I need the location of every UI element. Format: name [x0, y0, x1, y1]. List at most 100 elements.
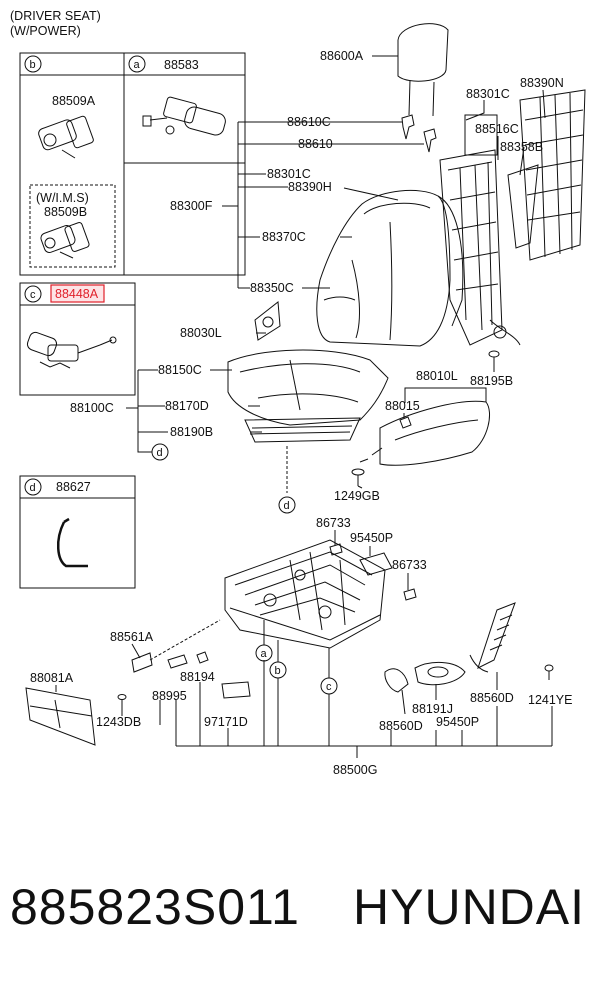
label-1249gb: 1249GB — [334, 489, 380, 503]
screw-1243db-drawing — [117, 694, 127, 707]
label-88010l: 88010L — [416, 369, 458, 383]
label-88081a: 88081A — [30, 671, 74, 685]
label-86733-a: 86733 — [316, 516, 351, 530]
highlight-88448a — [50, 284, 105, 303]
label-88448a: 88448A — [55, 287, 99, 301]
switch-88995-drawing — [167, 654, 188, 669]
switch-88560d-drawing — [384, 668, 409, 693]
label-88300f: 88300F — [170, 199, 213, 213]
motor-88448a-drawing — [26, 331, 117, 369]
label-1243db: 1243DB — [96, 715, 141, 729]
module-97171d-drawing — [221, 681, 251, 699]
inset-b-frame — [19, 52, 246, 276]
label-88509b: 88509B — [44, 205, 87, 219]
label-88390n: 88390N — [520, 76, 564, 90]
label-88015: 88015 — [385, 399, 420, 413]
label-88561a: 88561A — [110, 630, 154, 644]
label-88194: 88194 — [180, 670, 215, 684]
callout-c-track: c — [326, 681, 332, 693]
label-wims: (W/I.M.S) — [36, 191, 89, 205]
label-97171d: 97171D — [204, 715, 248, 729]
guide-88610-drawing — [423, 128, 437, 153]
motor-88509a-drawing — [38, 115, 94, 159]
label-88150c: 88150C — [158, 363, 202, 377]
cover-88081a-drawing — [25, 687, 96, 746]
label-88170d: 88170D — [165, 399, 209, 413]
screw-88195b-drawing — [488, 350, 500, 366]
callout-a-track: a — [261, 648, 268, 660]
callout-d-track: d — [284, 500, 290, 512]
handle-88560d-drawing — [469, 602, 516, 673]
label-88500g: 88500G — [333, 763, 377, 777]
footer-brand: HYUNDAI — [353, 879, 586, 935]
back-frame-drawing — [439, 114, 521, 346]
motor-88509b-drawing — [40, 222, 90, 259]
callout-b-inset: b — [30, 59, 36, 71]
callout-d-inset: d — [30, 482, 36, 494]
clip-86733b-drawing — [403, 588, 417, 601]
label-88516c: 88516C — [475, 122, 519, 136]
guide-88610c-drawing — [401, 114, 415, 140]
side-shield-drawing — [359, 400, 490, 466]
callout-circle-a-inset — [128, 55, 146, 73]
seat-back-drawing — [316, 189, 464, 347]
switch-88194-drawing — [196, 651, 209, 664]
label-88995: 88995 — [152, 689, 187, 703]
callout-circle-d-cushion — [151, 443, 169, 461]
clip-88015-drawing — [399, 416, 412, 429]
label-88301c-left: 88301C — [267, 167, 311, 181]
callout-circle-a-track — [255, 644, 273, 662]
label-88583: 88583 — [164, 58, 199, 72]
screw-1241ye-drawing — [544, 664, 554, 680]
callout-circle-d-track — [278, 496, 296, 514]
bolt-1249gb-drawing — [351, 468, 365, 486]
label-88191j: 88191J — [412, 702, 453, 716]
label-88560d-right: 88560D — [470, 691, 514, 705]
cushion-drawing — [227, 349, 389, 493]
seat-track-drawing — [224, 539, 386, 649]
inset-d-frame — [19, 475, 136, 589]
wire-88627-drawing — [57, 521, 88, 568]
label-88509a: 88509A — [52, 94, 96, 108]
label-88610: 88610 — [298, 137, 333, 151]
switch-88191j-drawing — [414, 662, 466, 686]
label-88190b: 88190B — [170, 425, 213, 439]
label-88390h: 88390H — [288, 180, 332, 194]
callout-b-track: b — [275, 665, 281, 677]
motor-88583-drawing — [142, 96, 226, 136]
wims-box — [29, 184, 116, 268]
callout-circle-c-track — [320, 677, 338, 695]
module-95450p-drawing — [359, 552, 393, 576]
label-88358b: 88358B — [500, 140, 543, 154]
callout-circle-b-inset — [24, 55, 42, 73]
clip-86733a-drawing — [329, 543, 343, 556]
callout-circle-b-track — [269, 661, 287, 679]
callout-circle-d-inset — [24, 478, 42, 496]
label-88600a: 88600A — [320, 49, 364, 63]
callout-circle-c-inset — [24, 285, 42, 303]
label-88195b: 88195B — [470, 374, 513, 388]
label-86733-b: 86733 — [392, 558, 427, 572]
label-88560d-left: 88560D — [379, 719, 423, 733]
label-88350c: 88350C — [250, 281, 294, 295]
bracket-88561a-drawing — [131, 652, 153, 673]
label-1241ye: 1241YE — [528, 693, 572, 707]
label-95450p-top: 95450P — [350, 531, 393, 545]
label-88610c: 88610C — [287, 115, 331, 129]
label-88301c-right: 88301C — [466, 87, 510, 101]
headrest-drawing — [397, 23, 449, 117]
inset-c-frame — [19, 282, 136, 396]
knob-88030l-drawing — [254, 301, 281, 341]
callout-a-inset: a — [134, 59, 141, 71]
label-88030l: 88030L — [180, 326, 222, 340]
label-88370c: 88370C — [262, 230, 306, 244]
label-88100c: 88100C — [70, 401, 114, 415]
label-95450p-bottom: 95450P — [436, 715, 479, 729]
callout-c-inset: c — [30, 289, 36, 301]
back-pad-drawing — [507, 89, 586, 261]
header-line-1: (DRIVER SEAT) — [10, 9, 101, 23]
header-line-2: (W/POWER) — [10, 24, 81, 38]
footer-part-number: 885823S011 — [10, 879, 300, 935]
